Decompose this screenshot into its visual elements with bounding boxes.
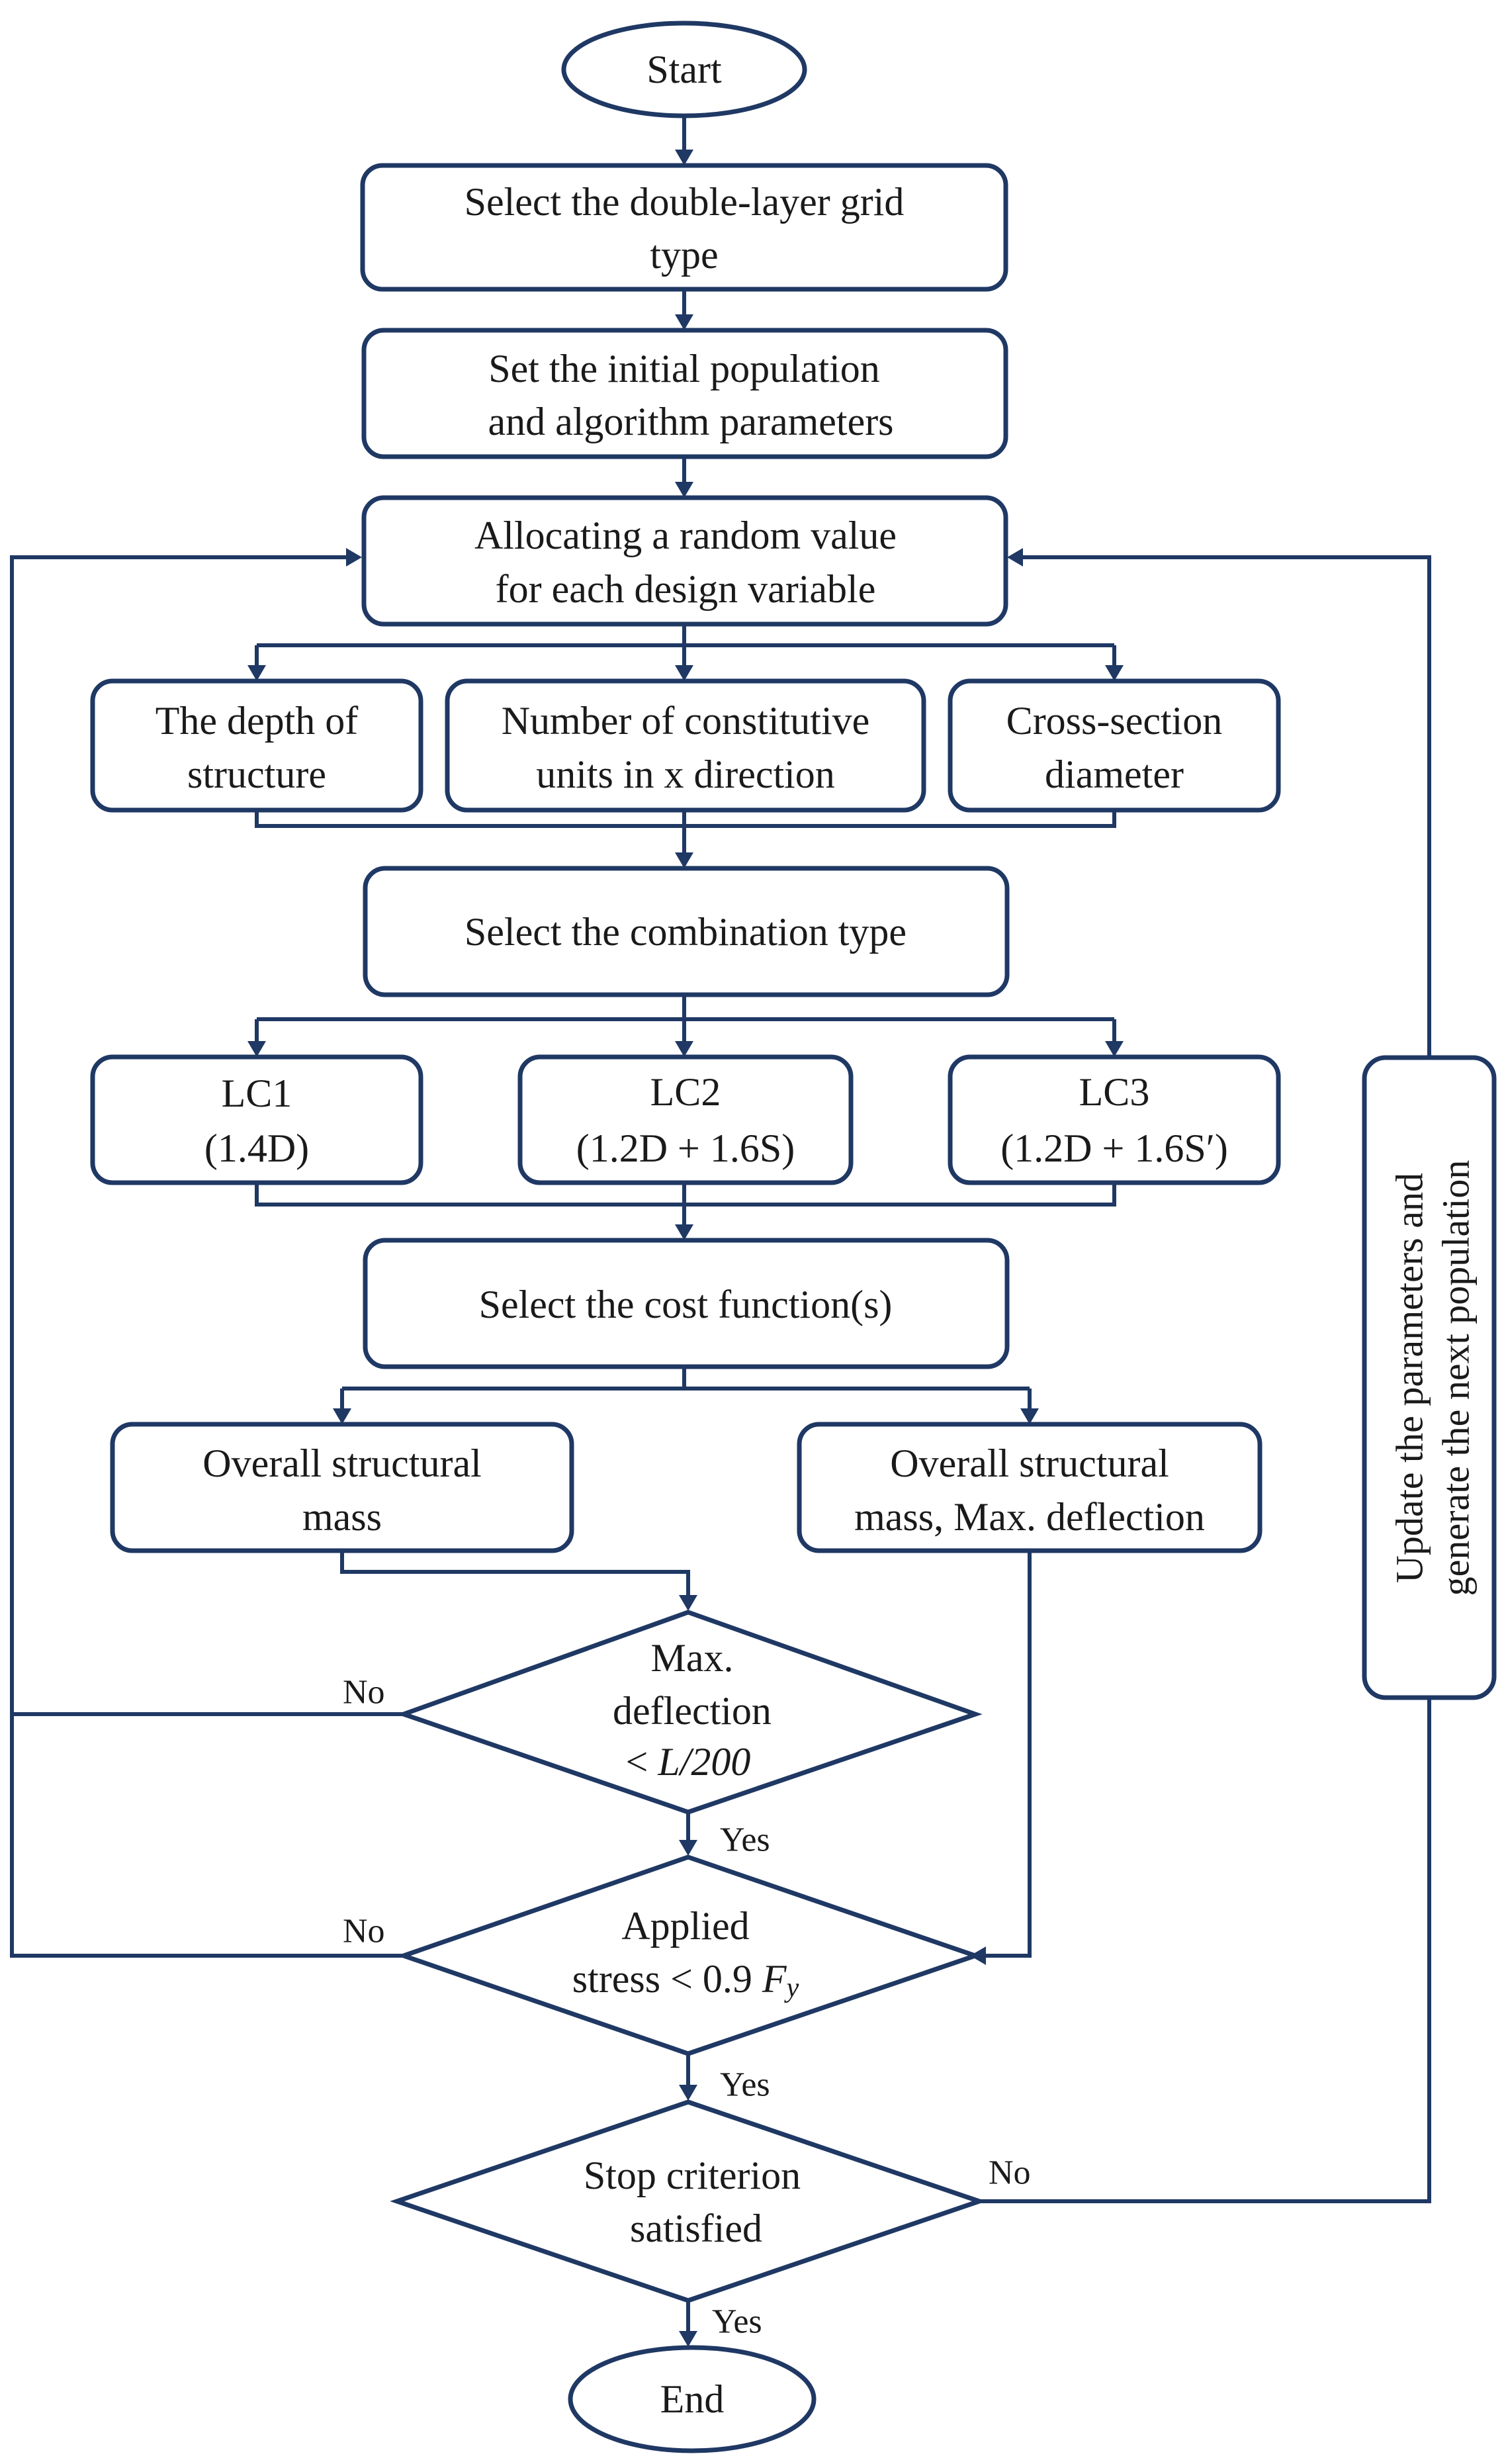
stop-no-label: No: [989, 2154, 1031, 2192]
deflection-no-label: No: [343, 1674, 385, 1711]
cost-function-node: Select the cost function(s): [363, 1238, 1010, 1369]
edge-update-to-allocate: [1023, 555, 1431, 1058]
lc1-node: LC1 (1.4D): [90, 1054, 423, 1185]
depth-node: The depth of structure: [90, 678, 423, 813]
arrowhead: [675, 482, 693, 498]
units-line1: Number of constitutive: [502, 699, 870, 743]
set-population-line2: and algorithm parameters: [488, 400, 893, 443]
units-line2: units in x direction: [536, 753, 835, 796]
cost-function-label: Select the cost function(s): [479, 1283, 893, 1326]
arrowhead: [346, 548, 362, 567]
lc1-line2: (1.4D): [204, 1126, 309, 1170]
arrowhead: [1020, 1408, 1039, 1424]
mass-deflection-node: Overall structural mass, Max. deflection: [797, 1422, 1262, 1553]
units-node: Number of constitutive units in x direct…: [445, 678, 926, 813]
edge-variables-merge: [255, 810, 1116, 852]
depth-line1: The depth of: [155, 699, 359, 743]
edge-combination-split: [255, 995, 1116, 1041]
connectors: [10, 116, 1431, 2347]
lc2-line2: (1.2D + 1.6S): [576, 1126, 795, 1170]
edge-mass-deflection-to-stress: [986, 1551, 1032, 1958]
edge-labels: No Yes No Yes No Yes: [343, 1674, 1031, 2341]
stop-line1: Stop criterion: [584, 2154, 801, 2197]
arrowhead: [675, 314, 693, 330]
lc1-line1: LC1: [222, 1072, 292, 1115]
stop-yes-label: Yes: [712, 2303, 762, 2341]
start-label: Start: [646, 48, 722, 91]
select-grid-line2: type: [650, 233, 718, 277]
lc2-node: LC2 (1.2D + 1.6S): [517, 1054, 854, 1185]
arrowhead: [675, 1041, 693, 1057]
stress-no-label: No: [343, 1913, 385, 1950]
arrowhead: [675, 852, 693, 868]
start-node: Start: [561, 21, 807, 118]
update-line1: Update the parameters and: [1388, 1173, 1431, 1583]
arrowhead: [675, 665, 693, 681]
deflection-decision-node: Max. deflection < L/200: [396, 1610, 983, 1815]
allocate-line1: Allocating a random value: [474, 514, 897, 557]
arrowhead: [333, 1408, 351, 1424]
stress-decision-node: Applied stress < 0.9 Fy: [396, 1854, 983, 2056]
combination-node: Select the combination type: [363, 866, 1010, 997]
edge-mass-to-deflection: [340, 1551, 690, 1595]
deflection-line2: deflection: [613, 1689, 772, 1733]
arrowhead: [1105, 665, 1124, 681]
allocate-line2: for each design variable: [496, 567, 876, 611]
deflection-line1: Max.: [651, 1636, 734, 1680]
edge-cost-split: [340, 1367, 1032, 1408]
lc3-line1: LC3: [1079, 1070, 1150, 1114]
deflection-line3: < L/200: [626, 1740, 751, 1784]
cross-section-line1: Cross-section: [1006, 699, 1223, 743]
edge-allocate-split: [255, 624, 1116, 665]
edge-stop-no: [979, 1698, 1431, 2203]
arrowhead: [679, 1595, 697, 1611]
set-population-node: Set the initial population and algorithm…: [361, 328, 1008, 459]
select-grid-type-node: Select the double-layer grid type: [360, 163, 1008, 292]
stop-decision-node: Stop criterion satisfied: [390, 2099, 987, 2303]
lc3-node: LC3 (1.2D + 1.6S′): [948, 1054, 1281, 1185]
stress-line1: Applied: [621, 1904, 749, 1948]
mass-line2: mass: [302, 1495, 382, 1539]
arrowhead: [675, 150, 693, 165]
stop-line2: satisfied: [630, 2207, 762, 2250]
allocate-node: Allocating a random value for each desig…: [361, 495, 1008, 627]
cross-section-node: Cross-section diameter: [948, 678, 1281, 813]
arrowhead: [675, 1224, 693, 1240]
edge-load-cases-merge: [255, 1183, 1116, 1224]
lc3-line2: (1.2D + 1.6S′): [1000, 1126, 1228, 1170]
cross-section-line2: diameter: [1045, 753, 1184, 796]
arrowhead: [247, 665, 266, 681]
combination-label: Select the combination type: [465, 910, 907, 954]
arrowhead: [1007, 548, 1023, 567]
end-label: End: [660, 2377, 725, 2421]
stress-line2: stress < 0.9 Fy: [572, 1957, 799, 2003]
arrowhead: [679, 2085, 697, 2101]
lc2-line1: LC2: [650, 1070, 721, 1114]
mass-deflection-line2: mass, Max. deflection: [854, 1495, 1205, 1539]
arrowhead: [1105, 1041, 1124, 1057]
arrowhead: [679, 1840, 697, 1856]
end-node: End: [568, 2345, 817, 2453]
mass-deflection-line1: Overall structural: [890, 1441, 1169, 1485]
update-node: Update the parameters and generate the n…: [1362, 1055, 1497, 1700]
depth-line2: structure: [187, 753, 326, 796]
set-population-line1: Set the initial population: [488, 347, 880, 390]
arrowhead: [679, 2331, 697, 2347]
deflection-yes-label: Yes: [720, 1821, 770, 1859]
select-grid-line1: Select the double-layer grid: [465, 180, 905, 224]
stress-yes-label: Yes: [720, 2066, 770, 2104]
mass-node: Overall structural mass: [110, 1422, 574, 1553]
mass-line1: Overall structural: [202, 1441, 482, 1485]
arrowhead: [247, 1041, 266, 1057]
update-line2: generate the next population: [1435, 1160, 1478, 1596]
edge-stress-no: [10, 1714, 404, 1958]
edge-deflection-no: [10, 555, 404, 1716]
